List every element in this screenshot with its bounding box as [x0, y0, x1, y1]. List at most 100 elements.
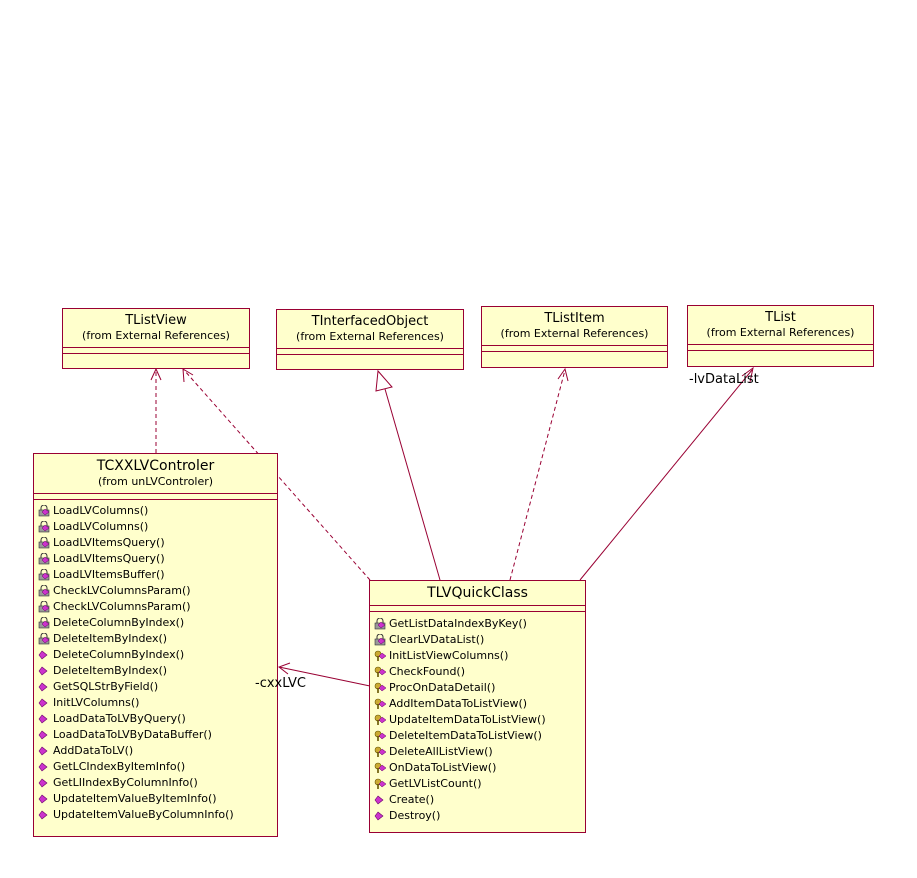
operation-item[interactable]: DeleteItemDataToListView(): [374, 728, 585, 744]
private-operation-icon: [374, 650, 387, 662]
operation-item[interactable]: DeleteItemByIndex(): [38, 631, 277, 647]
operation-label: AddDataToLV(): [53, 744, 134, 757]
operation-label: ProcOnDataDetail(): [389, 681, 496, 694]
operation-label: GetSQLStrByField(): [53, 680, 159, 693]
operations-compartment: [63, 353, 249, 359]
attributes-compartment: [277, 348, 463, 354]
class-name: TLVQuickClass: [427, 585, 528, 601]
operation-item[interactable]: LoadDataToLVByQuery(): [38, 711, 277, 727]
operation-label: LoadLVColumns(): [53, 520, 149, 533]
operations-compartment: [482, 351, 667, 357]
attributes-compartment: [370, 605, 585, 611]
operation-label: DeleteAllListView(): [389, 745, 493, 758]
operation-item[interactable]: DeleteItemByIndex(): [38, 663, 277, 679]
class-tinterfacedobject[interactable]: TInterfacedObject (from External Referen…: [276, 309, 464, 370]
operation-item[interactable]: GetLIIndexByColumnInfo(): [38, 775, 277, 791]
operation-item[interactable]: LoadLVItemsQuery(): [38, 535, 277, 551]
operation-item[interactable]: Destroy(): [374, 808, 585, 824]
operation-item[interactable]: LoadLVColumns(): [38, 503, 277, 519]
class-header: TLVQuickClass: [370, 581, 585, 602]
operation-item[interactable]: LoadLVColumns(): [38, 519, 277, 535]
public-operation-icon: [38, 665, 51, 677]
class-tlistview[interactable]: TListView (from External References): [62, 308, 250, 369]
operation-item[interactable]: UpdateItemValueByItemInfo(): [38, 791, 277, 807]
operation-item[interactable]: DeleteAllListView(): [374, 744, 585, 760]
operation-item[interactable]: GetSQLStrByField(): [38, 679, 277, 695]
operation-label: UpdateItemValueByItemInfo(): [53, 792, 217, 805]
protected-operation-icon: [38, 521, 51, 533]
operation-item[interactable]: LoadLVItemsBuffer(): [38, 567, 277, 583]
class-header: TListView (from External References): [63, 309, 249, 343]
operations-divider: [370, 611, 585, 612]
attributes-compartment: [482, 345, 667, 351]
operation-item[interactable]: ProcOnDataDetail(): [374, 680, 585, 696]
generalization-arrowhead: [375, 369, 393, 392]
operation-label: DeleteColumnByIndex(): [53, 616, 185, 629]
operation-item[interactable]: CheckLVColumnsParam(): [38, 599, 277, 615]
arrowhead-open: [741, 366, 754, 383]
class-tlvquickclass[interactable]: TLVQuickClass GetListDataIndexByKey()Cle…: [369, 580, 586, 833]
class-tcxxlvcontroler[interactable]: TCXXLVControler (from unLVControler) Loa…: [33, 453, 278, 837]
operation-item[interactable]: DeleteColumnByIndex(): [38, 647, 277, 663]
operation-label: InitListViewColumns(): [389, 649, 509, 662]
attributes-compartment: [34, 493, 277, 499]
operations-compartment: [277, 354, 463, 360]
operation-item[interactable]: CheckLVColumnsParam(): [38, 583, 277, 599]
operation-item[interactable]: OnDataToListView(): [374, 760, 585, 776]
public-operation-icon: [374, 810, 387, 822]
arrowhead-open: [557, 367, 569, 382]
operation-item[interactable]: InitLVColumns(): [38, 695, 277, 711]
operation-item[interactable]: AddItemDataToListView(): [374, 696, 585, 712]
operation-label: LoadLVItemsQuery(): [53, 536, 165, 549]
operation-item[interactable]: UpdateItemDataToListView(): [374, 712, 585, 728]
operations-list: GetListDataIndexByKey()ClearLVDataList()…: [370, 612, 585, 824]
class-header: TListItem (from External References): [482, 307, 667, 341]
public-operation-icon: [38, 809, 51, 821]
arrowhead-open: [182, 368, 194, 383]
operation-item[interactable]: UpdateItemValueByColumnInfo(): [38, 807, 277, 823]
class-package: (from External References): [296, 330, 444, 343]
protected-operation-icon: [38, 553, 51, 565]
operation-item[interactable]: DeleteColumnByIndex(): [38, 615, 277, 631]
operation-item[interactable]: LoadDataToLVByDataBuffer(): [38, 727, 277, 743]
operation-label: GetLIIndexByColumnInfo(): [53, 776, 198, 789]
class-name: TCXXLVControler: [96, 458, 215, 474]
arrowhead-open: [277, 662, 291, 675]
operation-label: DeleteItemByIndex(): [53, 632, 168, 645]
protected-operation-icon: [38, 537, 51, 549]
operation-label: CheckLVColumnsParam(): [53, 584, 191, 597]
class-header: TCXXLVControler (from unLVControler): [34, 454, 277, 489]
operation-item[interactable]: GetListDataIndexByKey(): [374, 616, 585, 632]
operations-compartment: [688, 350, 873, 356]
operation-label: DeleteColumnByIndex(): [53, 648, 185, 661]
operation-label: DeleteItemDataToListView(): [389, 729, 542, 742]
operation-label: LoadLVColumns(): [53, 504, 149, 517]
public-operation-icon: [38, 745, 51, 757]
arrowhead-open: [150, 367, 162, 381]
operation-item[interactable]: GetLCIndexByItemInfo(): [38, 759, 277, 775]
class-tlist[interactable]: TList (from External References): [687, 305, 874, 367]
operation-item[interactable]: GetLVListCount(): [374, 776, 585, 792]
class-header: TInterfacedObject (from External Referen…: [277, 310, 463, 344]
public-operation-icon: [374, 794, 387, 806]
operations-list: LoadLVColumns() LoadLVColumns() LoadLVItem…: [34, 500, 277, 823]
operation-label: DeleteItemByIndex(): [53, 664, 168, 677]
public-operation-icon: [38, 713, 51, 725]
public-operation-icon: [38, 681, 51, 693]
protected-operation-icon: [374, 634, 387, 646]
operation-item[interactable]: CheckFound(): [374, 664, 585, 680]
operation-item[interactable]: Create(): [374, 792, 585, 808]
protected-operation-icon: [38, 569, 51, 581]
private-operation-icon: [374, 746, 387, 758]
operation-item[interactable]: AddDataToLV(): [38, 743, 277, 759]
public-operation-icon: [38, 697, 51, 709]
private-operation-icon: [374, 682, 387, 694]
operation-label: UpdateItemDataToListView(): [389, 713, 546, 726]
operation-item[interactable]: ClearLVDataList(): [374, 632, 585, 648]
public-operation-icon: [38, 793, 51, 805]
operation-item[interactable]: InitListViewColumns(): [374, 648, 585, 664]
operation-item[interactable]: LoadLVItemsQuery(): [38, 551, 277, 567]
public-operation-icon: [38, 761, 51, 773]
class-tlistitem[interactable]: TListItem (from External References): [481, 306, 668, 368]
